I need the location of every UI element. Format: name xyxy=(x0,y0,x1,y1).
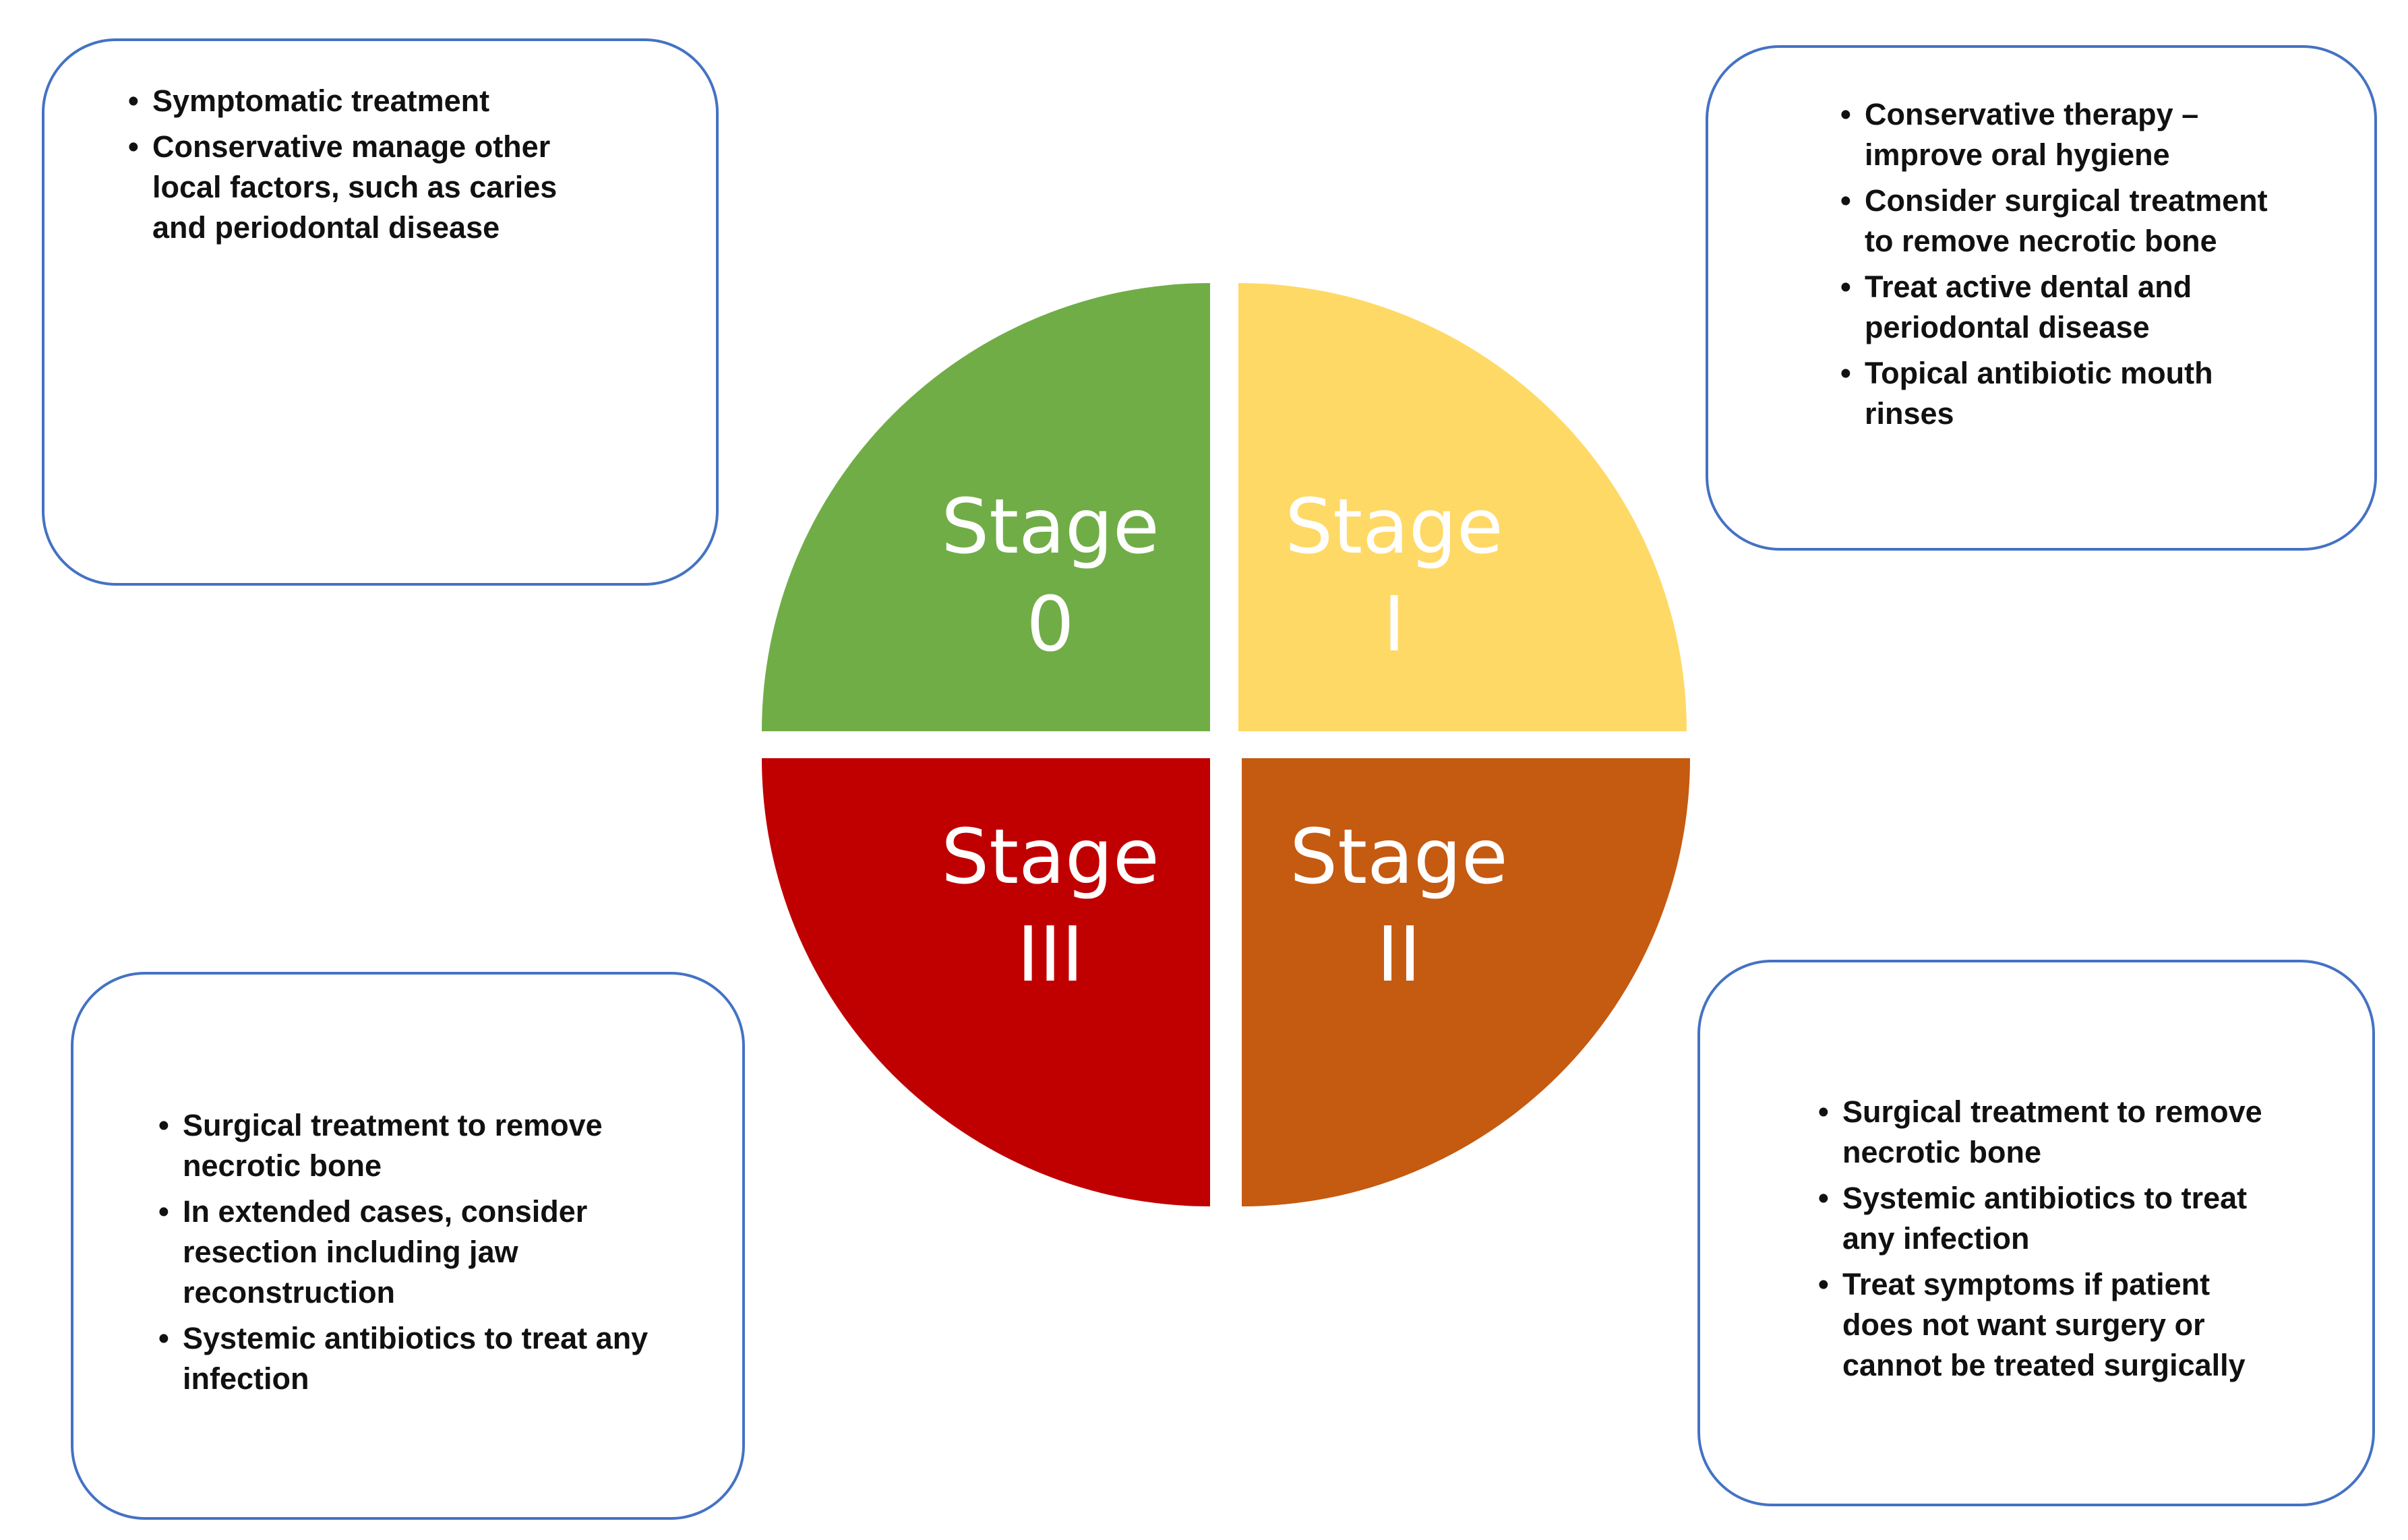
stage-0-treatment-list: Symptomatic treatment Conservative manag… xyxy=(128,81,600,253)
stage-3-label-number: III xyxy=(1017,911,1083,999)
stage-0-label-number: 0 xyxy=(1026,581,1074,669)
treatment-item: Surgical treatment to remove necrotic bo… xyxy=(158,1105,657,1186)
stage-2-label-number: II xyxy=(1377,911,1421,999)
stage-3-treatment-list: Surgical treatment to remove necrotic bo… xyxy=(158,1105,657,1405)
stage-0-label-word: Stage xyxy=(941,483,1160,571)
stage-1-quadrant xyxy=(1238,283,1687,731)
treatment-item: Conservative therapy – improve oral hygi… xyxy=(1840,94,2299,175)
treatment-item: Consider surgical treatment to remove ne… xyxy=(1840,181,2299,261)
treatment-item: Surgical treatment to remove necrotic bo… xyxy=(1818,1092,2277,1173)
treatment-item: Treat symptoms if patient does not want … xyxy=(1818,1264,2277,1386)
treatment-item: Systemic antibiotics to treat any infect… xyxy=(1818,1178,2277,1259)
treatment-item: In extended cases, consider resection in… xyxy=(158,1192,657,1313)
treatment-item: Symptomatic treatment xyxy=(128,81,600,121)
stage-2-label-word: Stage xyxy=(1290,813,1508,901)
stage-1-label-word: Stage xyxy=(1285,483,1503,571)
treatment-item: Topical antibiotic mouth rinses xyxy=(1840,353,2299,434)
stage-2-quadrant xyxy=(1242,758,1690,1206)
treatment-item: Systemic antibiotics to treat any infect… xyxy=(158,1318,657,1399)
stage-3-quadrant xyxy=(762,758,1210,1206)
stage-1-treatment-list: Conservative therapy – improve oral hygi… xyxy=(1840,94,2299,439)
treatment-item: Treat active dental and periodontal dise… xyxy=(1840,267,2299,348)
treatment-item: Conservative manage other local factors,… xyxy=(128,127,600,248)
stage-1-label-number: I xyxy=(1383,581,1405,669)
stage-3-label-word: Stage xyxy=(941,813,1160,901)
stage-2-treatment-list: Surgical treatment to remove necrotic bo… xyxy=(1818,1092,2277,1391)
stage-0-quadrant xyxy=(762,283,1210,731)
